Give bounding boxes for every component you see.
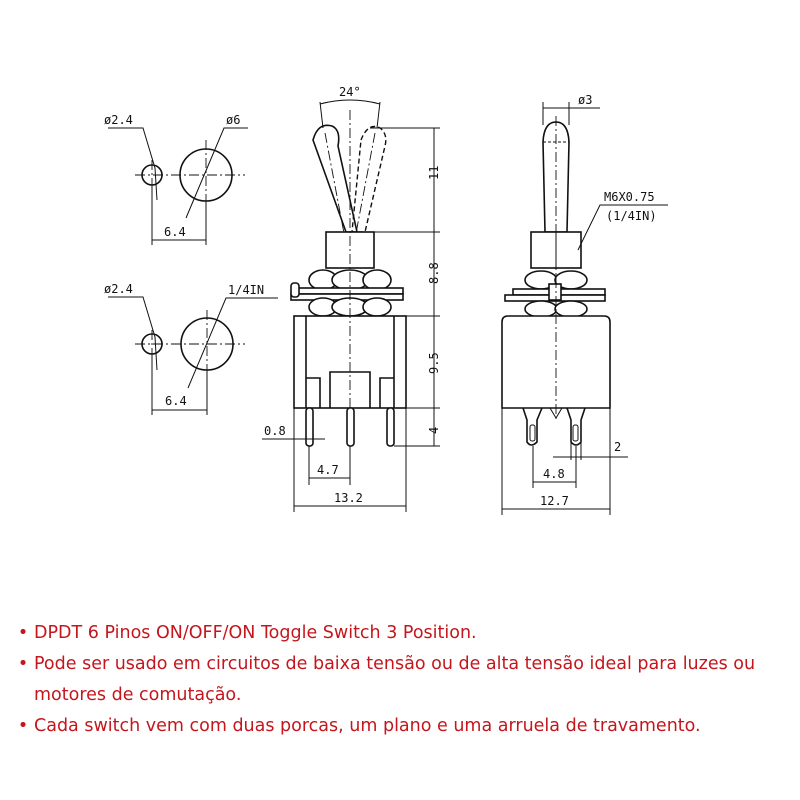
- front-view: 24° 11 8.8 9.: [262, 85, 441, 512]
- note-item: • Cada switch vem com duas porcas, um pl…: [12, 711, 792, 742]
- front-body-height: 9.5: [427, 352, 441, 374]
- side-view: ø3 M6X0.75 (1/4IN) 2 4.8: [501, 93, 668, 515]
- front-lever-height: 11: [427, 166, 441, 180]
- hole-top-large-dia: ø6: [226, 113, 240, 127]
- note-item: • Pode ser usado em circuitos de baixa t…: [12, 649, 792, 711]
- side-lever-dia: ø3: [578, 93, 592, 107]
- side-thread-imperial: (1/4IN): [606, 209, 657, 223]
- hole-bottom-small-dia: ø2.4: [104, 282, 133, 296]
- hole-top-small-dia: ø2.4: [104, 113, 133, 127]
- side-pin-thickness: 2: [614, 440, 621, 454]
- side-pin-pitch: 4.8: [543, 467, 565, 481]
- feature-notes: • DPDT 6 Pinos ON/OFF/ON Toggle Switch 3…: [12, 618, 792, 742]
- hole-pattern-bottom: ø2.4 1/4IN 6.4: [104, 282, 278, 415]
- note-text: DPDT 6 Pinos ON/OFF/ON Toggle Switch 3 P…: [34, 623, 477, 643]
- hole-bottom-spacing: 6.4: [165, 394, 187, 408]
- front-pin-width: 0.8: [264, 424, 286, 438]
- bullet-icon: •: [17, 623, 29, 643]
- hole-top-spacing: 6.4: [164, 225, 186, 239]
- front-pin-pitch: 4.7: [317, 463, 339, 477]
- hole-bottom-large-dia: 1/4IN: [228, 283, 264, 297]
- bullet-icon: •: [17, 654, 29, 674]
- front-pin-length: 4: [427, 427, 441, 434]
- front-angle: 24°: [339, 85, 361, 99]
- hole-pattern-top: ø2.4 ø6 6.4: [104, 113, 248, 245]
- note-text: Cada switch vem com duas porcas, um plan…: [34, 716, 701, 736]
- technical-drawing: ø2.4 ø6 6.4 ø2.4 1/4IN 6.4 24°: [104, 85, 668, 515]
- note-text: Pode ser usado em circuitos de baixa ten…: [34, 654, 756, 705]
- note-item: • DPDT 6 Pinos ON/OFF/ON Toggle Switch 3…: [12, 618, 792, 649]
- bullet-icon: •: [17, 716, 29, 736]
- front-bushing-height: 8.8: [427, 262, 441, 284]
- front-body-width: 13.2: [334, 491, 363, 505]
- side-body-width: 12.7: [540, 494, 569, 508]
- side-thread: M6X0.75: [604, 190, 655, 204]
